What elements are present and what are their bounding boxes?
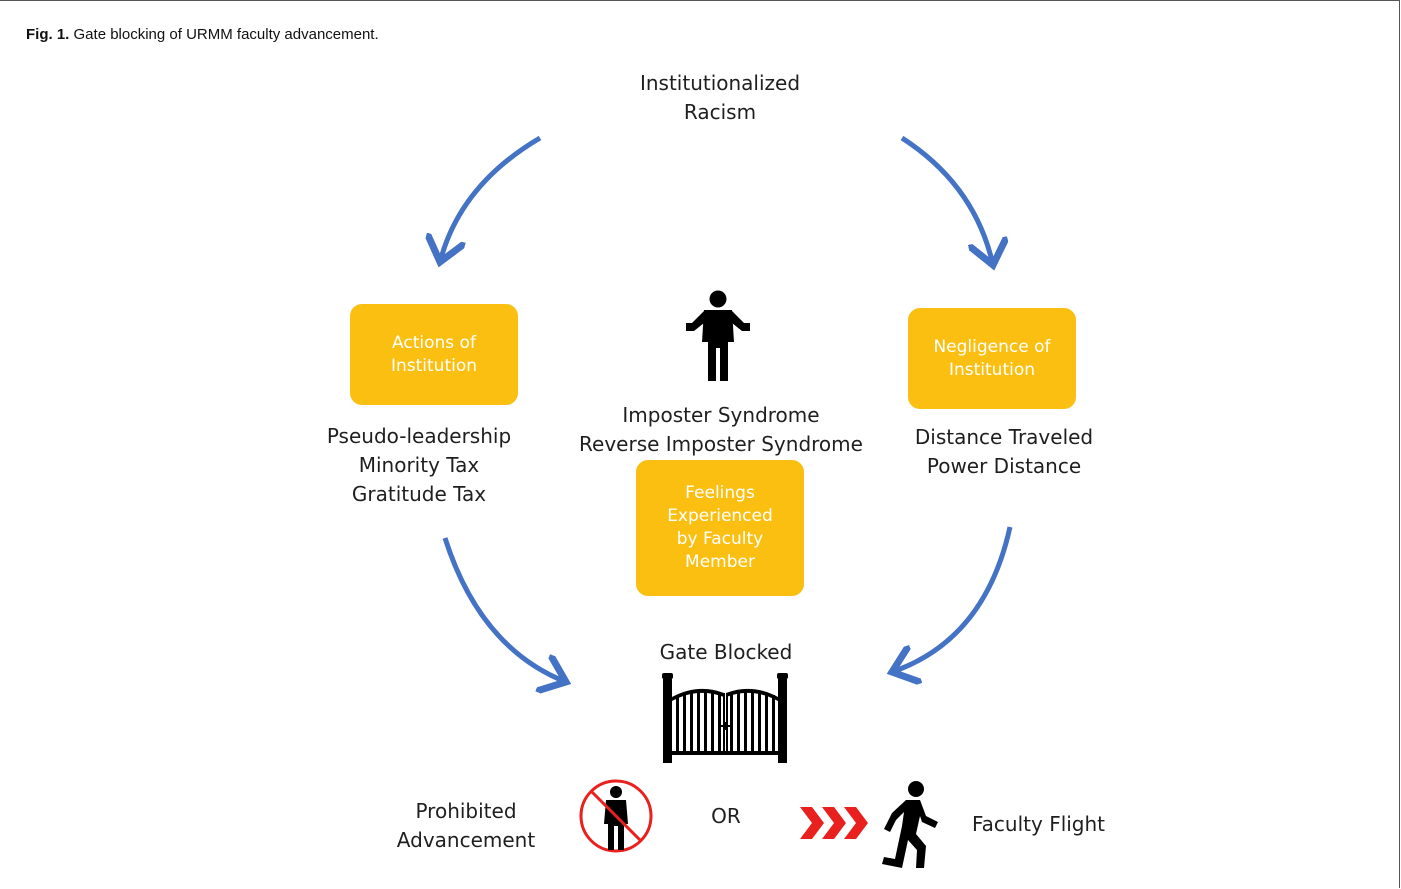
gate-label: Gate Blocked xyxy=(659,640,793,664)
arrow-actions-to-gate xyxy=(442,537,566,682)
figure-caption: Fig. 1. Gate blocking of URMM faculty ad… xyxy=(26,26,379,43)
left-list: Pseudo-leadership Minority Tax Gratitude… xyxy=(326,424,512,506)
top-label-institutionalized-racism: Institutionalized Racism xyxy=(639,71,801,124)
prohibited-advancement-label: Prohibited Advancement xyxy=(396,799,536,852)
center-list: Imposter Syndrome Reverse Imposter Syndr… xyxy=(579,403,863,456)
box-negligence-of-institution: Negligence of Institution xyxy=(908,308,1076,409)
arrow-negligence-to-gate xyxy=(892,526,1013,672)
arrow-racism-to-actions xyxy=(440,135,542,262)
prohibited-person-icon xyxy=(579,779,653,853)
gate-icon xyxy=(662,673,788,763)
caption-label: Fig. 1. xyxy=(26,26,70,43)
caption-text: Gate blocking of URMM faculty advancemen… xyxy=(69,26,379,43)
faculty-flight-label: Faculty Flight xyxy=(972,812,1106,836)
box-actions-of-institution: Actions of Institution xyxy=(350,304,518,405)
person-shrug-icon xyxy=(686,290,750,381)
box-feelings-experienced: Feelings Experienced by Faculty Member xyxy=(636,460,804,596)
chevron-arrows-icon xyxy=(800,807,868,839)
arrow-racism-to-negligence xyxy=(900,135,993,265)
or-label: OR xyxy=(711,804,741,828)
right-list: Distance Traveled Power Distance xyxy=(914,425,1094,478)
walking-person-icon xyxy=(882,781,938,868)
